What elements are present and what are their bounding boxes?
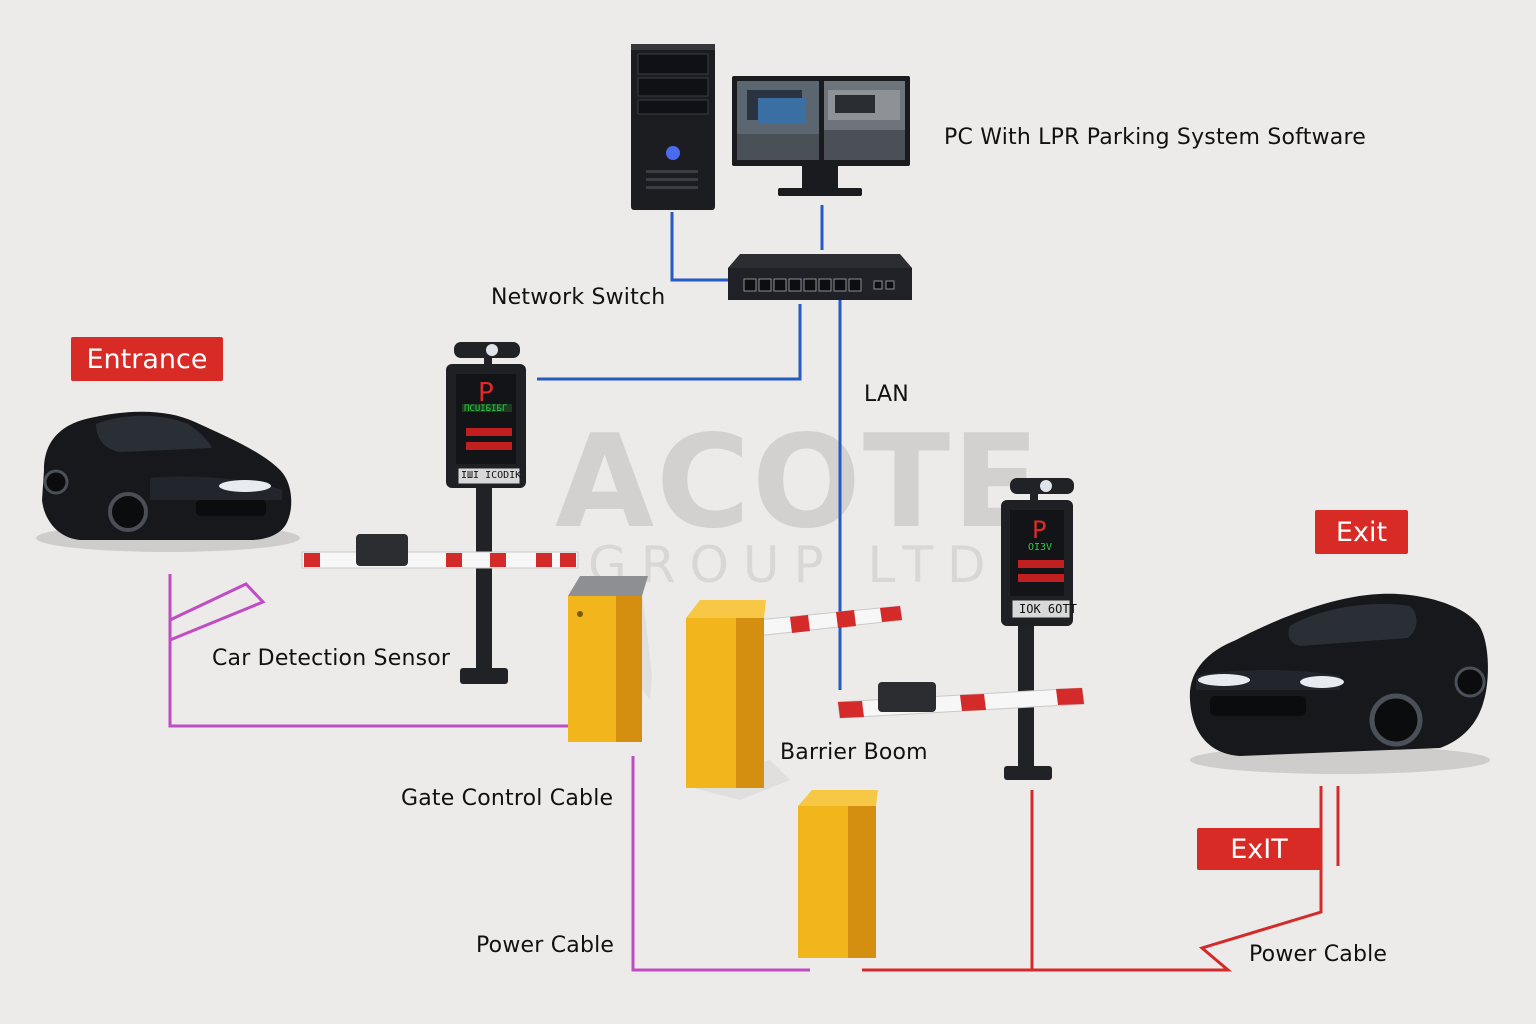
entrance-camera-sign: P [478, 378, 494, 408]
entrance-tag: Entrance [71, 337, 223, 381]
switch-port [758, 278, 772, 292]
pc-tower [631, 44, 715, 210]
exit-camera-sign: P [1032, 516, 1047, 544]
exit-lpr-camera [1001, 478, 1074, 780]
exit-tag-bottom: ExΙΤ [1197, 828, 1321, 870]
network-switch [728, 254, 912, 300]
switch-port [743, 278, 757, 292]
sensor-loop-cable [168, 574, 568, 728]
sensor-loop [169, 582, 266, 642]
power-cable-left [631, 756, 810, 972]
exit-car-icon [1189, 593, 1490, 774]
exit-camera-green-text: OI3V [1028, 542, 1053, 553]
entrance-camera-plate: ІШІ ІCODIK [461, 470, 522, 481]
entrance-car-icon [36, 411, 300, 552]
boom-stripe [304, 553, 320, 567]
entrance-camera-green-text: ПСUIБIБГ [464, 404, 508, 414]
switch-uplink-port [885, 280, 895, 290]
gate-control-cable-label: Gate Control Cable [401, 786, 614, 811]
switch-port [833, 278, 847, 292]
boom-stripe [536, 553, 552, 567]
switch-uplink-port [873, 280, 883, 290]
lan-label: LAN [864, 382, 909, 407]
switch-port [818, 278, 832, 292]
boom-stripe [560, 553, 576, 567]
barrier-boom-label: Barrier Boom [780, 740, 928, 765]
monitor [732, 76, 910, 196]
lower-barrier-boom [837, 682, 1085, 719]
exit-camera-plate: IOK 6OTT [1019, 602, 1077, 616]
switch-port [788, 278, 802, 292]
barrier-cabinet-2 [686, 600, 790, 800]
boom-stripe [446, 553, 462, 567]
power-cable-left-label: Power Cable [476, 933, 615, 958]
boom-stripe [490, 553, 506, 567]
power-cable-right [862, 786, 1323, 972]
entrance-lpr-camera [446, 342, 526, 684]
pc-label: PC With LPR Parking System Software [944, 125, 1366, 150]
switch-port [803, 278, 817, 292]
barrier-cabinet-3 [798, 790, 878, 958]
lan-cable-pc-tower [670, 212, 728, 282]
switch-port [773, 278, 787, 292]
switch-port [848, 278, 862, 292]
network-switch-label: Network Switch [491, 285, 666, 310]
watermark-subtitle: GROUP LTD [588, 536, 1000, 594]
power-cable-right-label: Power Cable [1249, 942, 1388, 967]
power-cables [862, 786, 1340, 972]
barrier-cabinet-1 [568, 576, 652, 742]
lan-cable-entrance-camera [537, 304, 802, 381]
exit-tag: Exit [1315, 510, 1408, 554]
watermark-title: ACOTE [555, 408, 1042, 557]
entrance-barrier-boom [301, 534, 579, 569]
power-button-icon [666, 146, 680, 160]
sensor-cables [168, 574, 810, 972]
car-detection-sensor-label: Car Detection Sensor [212, 646, 451, 671]
